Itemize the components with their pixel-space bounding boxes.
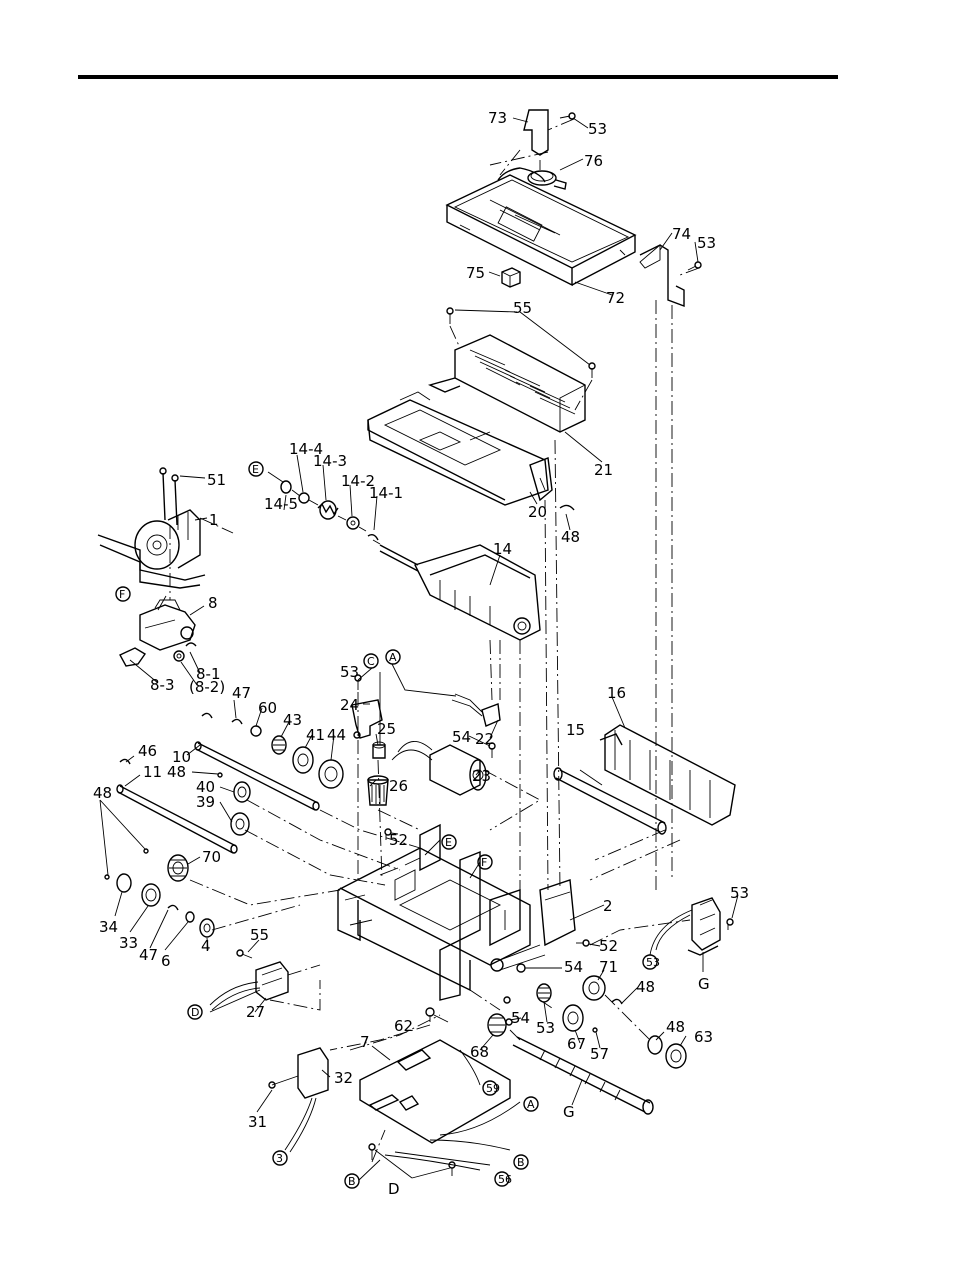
callout: 8-3 bbox=[150, 676, 175, 694]
callout: 54 bbox=[511, 1009, 530, 1027]
callout: 41 bbox=[306, 726, 325, 744]
callout: 53 bbox=[730, 884, 749, 902]
callout: 21 bbox=[594, 461, 613, 479]
callout-labels: 73 53 76 74 53 75 72 55 21 20 48 51 1 E … bbox=[93, 109, 749, 1198]
assembly-guide-lines bbox=[169, 118, 700, 1163]
callout: 55 bbox=[513, 299, 532, 317]
callout: 33 bbox=[119, 934, 138, 952]
connector-letter: 3 bbox=[276, 1152, 283, 1165]
callout: 48 bbox=[93, 784, 112, 802]
callout: 53 bbox=[588, 120, 607, 138]
callout: 44 bbox=[327, 726, 346, 744]
connector-letter: F bbox=[481, 856, 487, 869]
callout: 62 bbox=[394, 1017, 413, 1035]
callout: 40 bbox=[196, 778, 215, 796]
callout: 39 bbox=[196, 793, 215, 811]
callout: 8 bbox=[208, 594, 218, 612]
connector-letter: A bbox=[527, 1098, 535, 1111]
callout: 47 bbox=[232, 684, 251, 702]
callout: 72 bbox=[606, 289, 625, 307]
callout: (8-2) bbox=[189, 678, 225, 696]
callout: 48 bbox=[561, 528, 580, 546]
callout: 52 bbox=[599, 937, 618, 955]
callout: 53 bbox=[340, 663, 359, 681]
callout: 15 bbox=[566, 721, 585, 739]
callout: 63 bbox=[694, 1028, 713, 1046]
callout: 75 bbox=[466, 264, 485, 282]
connector-letter: B bbox=[517, 1156, 525, 1169]
callout: 52 bbox=[389, 831, 408, 849]
callout: 32 bbox=[334, 1069, 353, 1087]
callout: D bbox=[388, 1180, 400, 1198]
callout: 48 bbox=[636, 978, 655, 996]
connector-letter: E bbox=[445, 836, 452, 849]
callout: 14-4 bbox=[289, 440, 323, 458]
callout: 14-5 bbox=[264, 495, 298, 513]
callout: 16 bbox=[607, 684, 626, 702]
callout: 51 bbox=[207, 471, 226, 489]
callout: 47 bbox=[139, 946, 158, 964]
callout: 53 bbox=[697, 234, 716, 252]
callout: 57 bbox=[590, 1045, 609, 1063]
callout: 20 bbox=[528, 503, 547, 521]
callout: 8-1 bbox=[196, 665, 221, 683]
connector-letter: 53 bbox=[646, 956, 660, 969]
callout: 26 bbox=[389, 777, 408, 795]
callout: 24 bbox=[340, 696, 359, 714]
part-drawings bbox=[97, 109, 736, 1176]
callout: 43 bbox=[283, 711, 302, 729]
callout: 14-1 bbox=[369, 484, 403, 502]
connector-letter: 59 bbox=[486, 1082, 500, 1095]
callout: 46 bbox=[138, 742, 157, 760]
callout: 68 bbox=[470, 1043, 489, 1061]
callout: 22 bbox=[475, 730, 494, 748]
callout: 27 bbox=[246, 1003, 265, 1021]
callout: 34 bbox=[99, 918, 118, 936]
callout: 60 bbox=[258, 699, 277, 717]
callout: G bbox=[563, 1103, 575, 1121]
callout: 14-2 bbox=[341, 472, 375, 490]
connector-letter: D bbox=[191, 1006, 199, 1019]
callout: 11 bbox=[143, 763, 162, 781]
connector-letter: C bbox=[367, 655, 375, 668]
callout: 14-3 bbox=[313, 452, 347, 470]
callout: 31 bbox=[248, 1113, 267, 1131]
leader-lines bbox=[99, 117, 739, 1181]
callout: 23 bbox=[472, 767, 491, 785]
callout: 74 bbox=[672, 225, 691, 243]
callout: G bbox=[698, 975, 710, 993]
callout: 54 bbox=[564, 958, 583, 976]
callout: 55 bbox=[250, 926, 269, 944]
callout: 67 bbox=[567, 1035, 586, 1053]
callout: 6 bbox=[161, 952, 171, 970]
callout: 14 bbox=[493, 540, 512, 558]
callout: 1 bbox=[209, 511, 219, 529]
connector-letter: F bbox=[119, 588, 125, 601]
connector-letter: E bbox=[252, 463, 259, 476]
callout: 7 bbox=[360, 1033, 370, 1051]
connector-markers bbox=[115, 461, 658, 1189]
connector-letter: 56 bbox=[498, 1173, 512, 1186]
callout: 71 bbox=[599, 958, 618, 976]
callout: 4 bbox=[201, 937, 211, 955]
callout: 48 bbox=[167, 763, 186, 781]
callout: 48 bbox=[666, 1018, 685, 1036]
connector-letter: A bbox=[389, 651, 397, 664]
callout: 25 bbox=[377, 720, 396, 738]
callout: 2 bbox=[603, 897, 613, 915]
callout: 54 bbox=[452, 728, 471, 746]
callout: 76 bbox=[584, 152, 603, 170]
connector-letter: B bbox=[348, 1175, 356, 1188]
callout: 53 bbox=[536, 1019, 555, 1037]
callout: 10 bbox=[172, 748, 191, 766]
callout: 70 bbox=[202, 848, 221, 866]
callout: 73 bbox=[488, 109, 507, 127]
